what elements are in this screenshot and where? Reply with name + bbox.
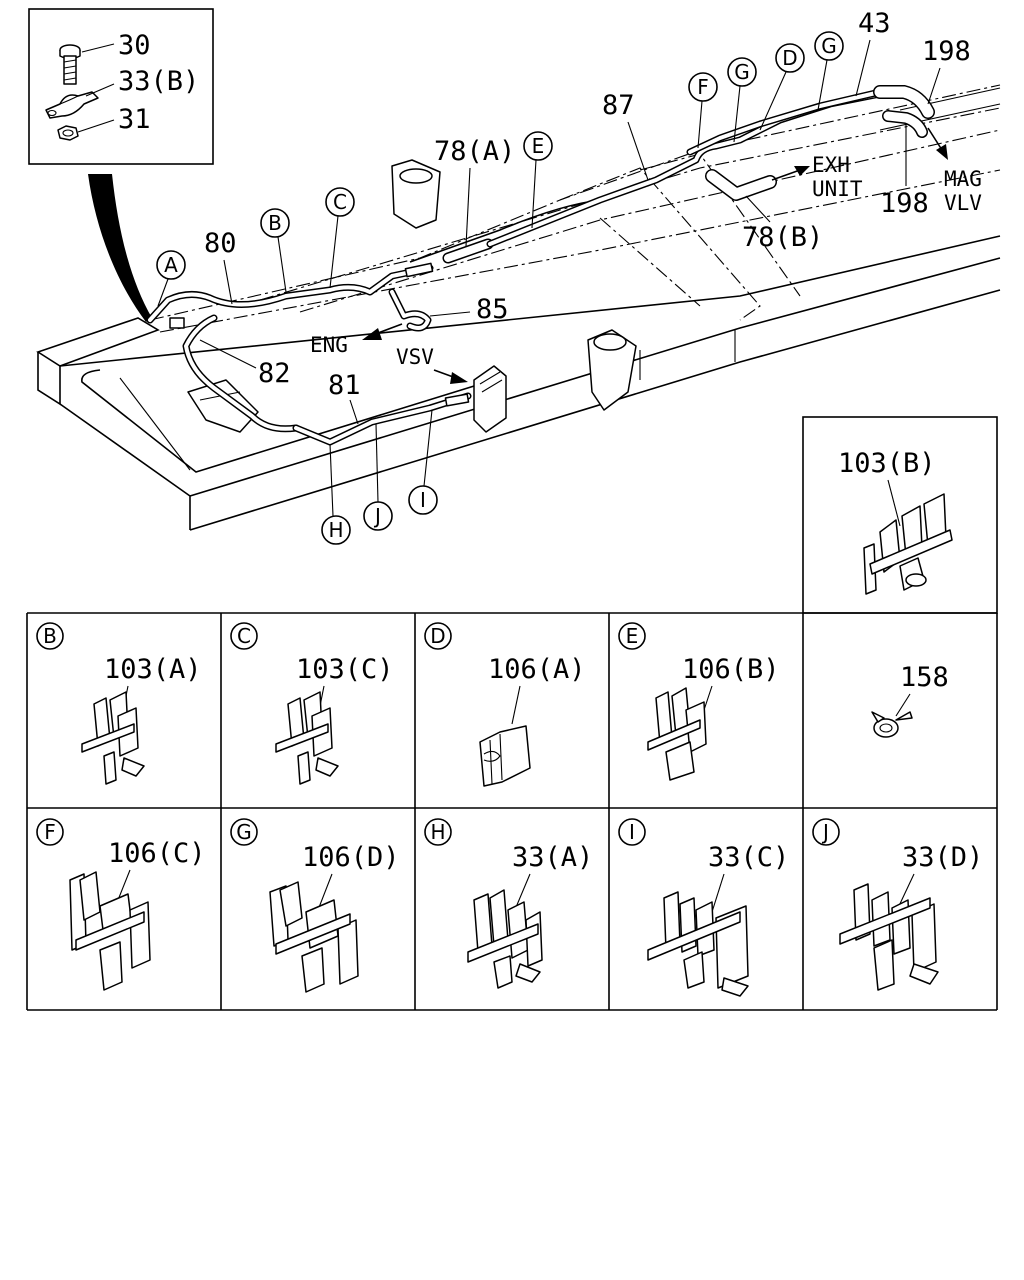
mag-arrow-icon (936, 144, 948, 160)
callout-198-bottom: 198 (880, 188, 929, 219)
panel-e-part: 106(B) (682, 654, 780, 685)
vsv-bracket (473, 365, 507, 433)
circle-label-c: C (333, 190, 347, 214)
bolt-icon (59, 44, 81, 85)
panel-c-part: 103(C) (296, 654, 394, 685)
circle-label-g1: G (734, 60, 750, 84)
panel-103b: 103(B) (838, 448, 953, 595)
panel-f-letter: F (44, 820, 56, 844)
chassis-frame (36, 84, 1001, 531)
callout-87: 87 (602, 90, 635, 121)
hardware-inset: 30 33(B) 31 (28, 8, 214, 165)
panel-j-part: 33(D) (902, 842, 983, 873)
callout-198-top: 198 (922, 36, 971, 67)
callout-82: 82 (258, 358, 291, 389)
circle-label-d: D (782, 46, 797, 70)
panel-j-letter: J (821, 820, 829, 844)
clip-icon (45, 91, 99, 119)
panel-d-letter: D (430, 624, 445, 648)
panel-b-letter: B (43, 624, 57, 648)
dest-mag-line2: VLV (944, 191, 982, 215)
clip-33d-icon (839, 883, 939, 991)
clip-33c-icon (647, 891, 749, 997)
vsv-arrow-icon (450, 372, 468, 384)
inset-frame (28, 8, 214, 165)
panel-h-letter: H (430, 820, 445, 844)
callout-80: 80 (204, 228, 237, 259)
circle-label-j: J (373, 504, 381, 528)
pipe-routing (146, 85, 935, 446)
panel-c: C 103(C) (230, 622, 394, 785)
circle-label-i: I (420, 488, 426, 512)
dest-vsv: VSV (396, 345, 434, 369)
clip-103b-icon (863, 493, 953, 595)
panel-d-part: 106(A) (488, 654, 586, 685)
panel-158: 158 (871, 662, 949, 738)
panel-158-part: 158 (900, 662, 949, 693)
clip-103a-icon (81, 691, 145, 785)
panel-b: B 103(A) (36, 622, 202, 785)
panel-103b-part: 103(B) (838, 448, 936, 479)
panel-j: J 33(D) (812, 818, 983, 991)
panel-g-letter: G (236, 820, 252, 844)
panel-i-letter: I (629, 820, 635, 844)
panel-h-part: 33(A) (512, 842, 593, 873)
dest-exh-line1: EXH (812, 153, 850, 177)
frame-mount-left (187, 379, 259, 433)
dest-eng: ENG (310, 333, 348, 357)
nut-icon (57, 125, 79, 141)
callout-31: 31 (118, 104, 151, 135)
callout-81: 81 (328, 370, 361, 401)
panel-f: F 106(C) (36, 818, 206, 991)
eng-arrow-icon (362, 328, 382, 340)
circle-label-h: H (328, 518, 343, 542)
clamp-158-icon (871, 711, 913, 738)
inset-pointer-arrow (88, 174, 152, 322)
dest-mag-line1: MAG (944, 167, 982, 191)
callout-30: 30 (118, 30, 151, 61)
circle-label-f: F (697, 75, 709, 99)
panel-i: I 33(C) (618, 818, 789, 997)
panel-g: G 106(D) (230, 818, 400, 993)
circle-label-b: B (268, 211, 282, 235)
panel-f-part: 106(C) (108, 838, 206, 869)
panel-e-letter: E (626, 624, 639, 648)
clip-33a-icon (467, 889, 543, 989)
panel-d: D 106(A) (424, 622, 586, 787)
clip-106b-icon (647, 687, 707, 781)
clip-103c-icon (275, 691, 339, 785)
callout-circles: A B C E F G D G H J I (156, 31, 844, 545)
panel-e: E 106(B) (618, 622, 780, 781)
panel-h: H 33(A) (424, 818, 593, 989)
circle-label-e: E (532, 134, 545, 158)
frame-bracket-lower (587, 329, 637, 411)
callout-85: 85 (476, 294, 509, 325)
callout-43: 43 (858, 8, 891, 39)
circle-label-g2: G (821, 34, 837, 58)
panel-b-part: 103(A) (104, 654, 202, 685)
exh-arrow-icon (794, 166, 810, 176)
panel-i-part: 33(C) (708, 842, 789, 873)
clip-106c-icon (69, 871, 151, 991)
clip-106d-icon (269, 881, 359, 993)
circle-label-a: A (164, 253, 178, 277)
pipe-85 (388, 288, 432, 332)
clip-106a-icon (479, 725, 531, 787)
callout-78a: 78(A) (434, 136, 515, 167)
main-labels: 78(A) 87 43 198 198 EXH UNIT MAG VLV 78(… (199, 8, 982, 425)
detail-grid (26, 416, 998, 1011)
panel-g-part: 106(D) (302, 842, 400, 873)
callout-33b: 33(B) (118, 66, 199, 97)
panel-c-letter: C (237, 624, 251, 648)
frame-bracket-upper (391, 159, 441, 229)
dest-exh-line2: UNIT (812, 177, 863, 201)
callout-78b: 78(B) (742, 222, 823, 253)
